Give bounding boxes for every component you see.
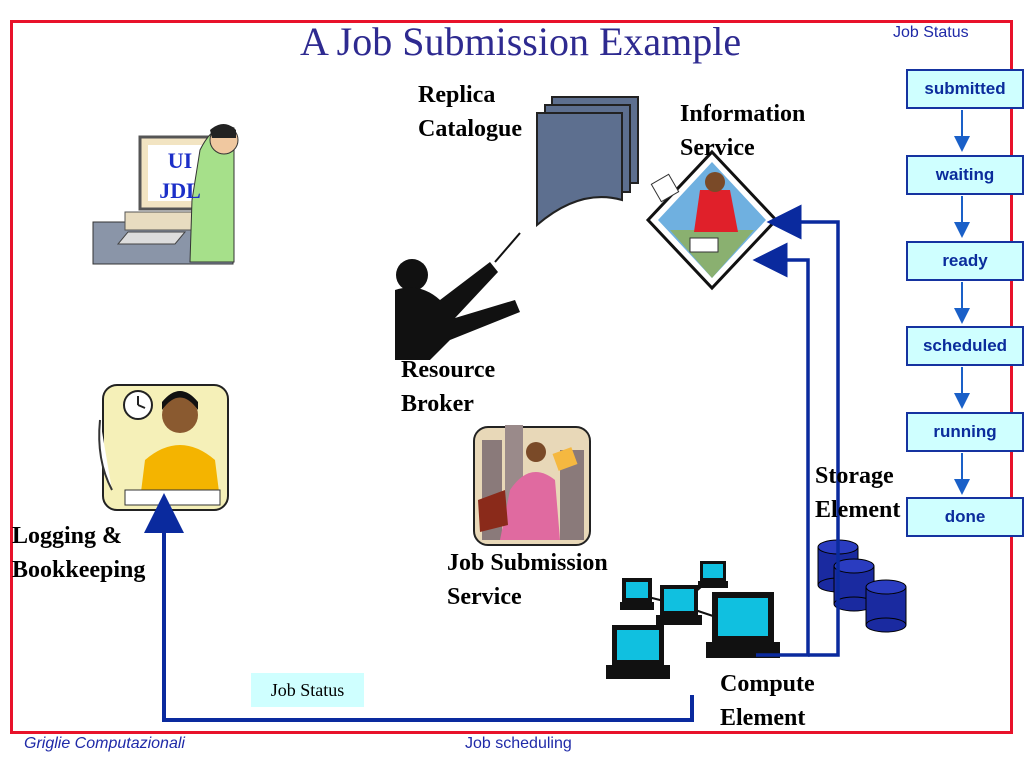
state-running: running bbox=[906, 412, 1024, 452]
state-submitted: submitted bbox=[906, 69, 1024, 109]
information-service-icon bbox=[645, 149, 779, 291]
job-submission-service-label: Job Submission Service bbox=[447, 546, 608, 614]
storage-element-label: Storage Element bbox=[815, 459, 903, 527]
state-waiting: waiting bbox=[906, 155, 1024, 195]
jss-label-line1: Job Submission bbox=[447, 550, 608, 576]
information-service-label: Information Service bbox=[680, 97, 805, 165]
job-submission-service-icon bbox=[473, 425, 591, 546]
compute-label-line1: Compute bbox=[720, 671, 815, 697]
job-status-box: Job Status bbox=[251, 673, 364, 707]
compute-label-line2: Element bbox=[720, 705, 806, 731]
jss-label-line2: Service bbox=[447, 584, 522, 610]
resource-broker-label: Resource Broker bbox=[401, 353, 495, 421]
footer-topic: Job scheduling bbox=[465, 735, 572, 752]
compute-element-label: Compute Element bbox=[720, 667, 815, 735]
broker-label-line2: Broker bbox=[401, 391, 474, 417]
compute-element-icon bbox=[606, 561, 780, 679]
compute-to-info-arrow-upper bbox=[766, 204, 840, 657]
storage-label-line2: Element bbox=[815, 497, 901, 523]
state-ready: ready bbox=[906, 241, 1024, 281]
replica-catalogue-icon bbox=[536, 96, 639, 228]
logging-bookkeeping-label: Logging & Bookkeeping bbox=[12, 519, 145, 587]
resource-broker-icon bbox=[395, 232, 521, 360]
state-done: done bbox=[906, 497, 1024, 537]
ui-jdl-label: UI JDL bbox=[140, 146, 220, 206]
info-label-line1: Information bbox=[680, 101, 806, 127]
ui-label: UI bbox=[167, 148, 193, 173]
logging-bookkeeping-icon bbox=[98, 384, 229, 511]
replica-label-line1: Replica bbox=[418, 82, 496, 108]
footer-course: Griglie Computazionali bbox=[24, 735, 185, 752]
storage-label-line1: Storage bbox=[815, 463, 894, 489]
info-label-line2: Service bbox=[680, 135, 755, 161]
slide-title: A Job Submission Example bbox=[300, 19, 742, 64]
compute-to-info-arrow-lower bbox=[752, 242, 810, 657]
broker-label-line1: Resource bbox=[401, 357, 496, 383]
compute-to-logging-arrow bbox=[144, 493, 694, 722]
status-panel-heading: Job Status bbox=[893, 24, 969, 41]
jdl-label: JDL bbox=[159, 178, 201, 203]
storage-element-icon bbox=[817, 539, 907, 633]
logging-label-line1: Logging & bbox=[12, 523, 123, 549]
slide-frame bbox=[10, 20, 1013, 734]
state-scheduled: scheduled bbox=[906, 326, 1024, 366]
logging-label-line2: Bookkeeping bbox=[12, 557, 146, 583]
replica-catalogue-label: Replica Catalogue bbox=[418, 78, 522, 146]
user-computer-icon bbox=[92, 124, 239, 265]
replica-label-line2: Catalogue bbox=[418, 116, 522, 142]
